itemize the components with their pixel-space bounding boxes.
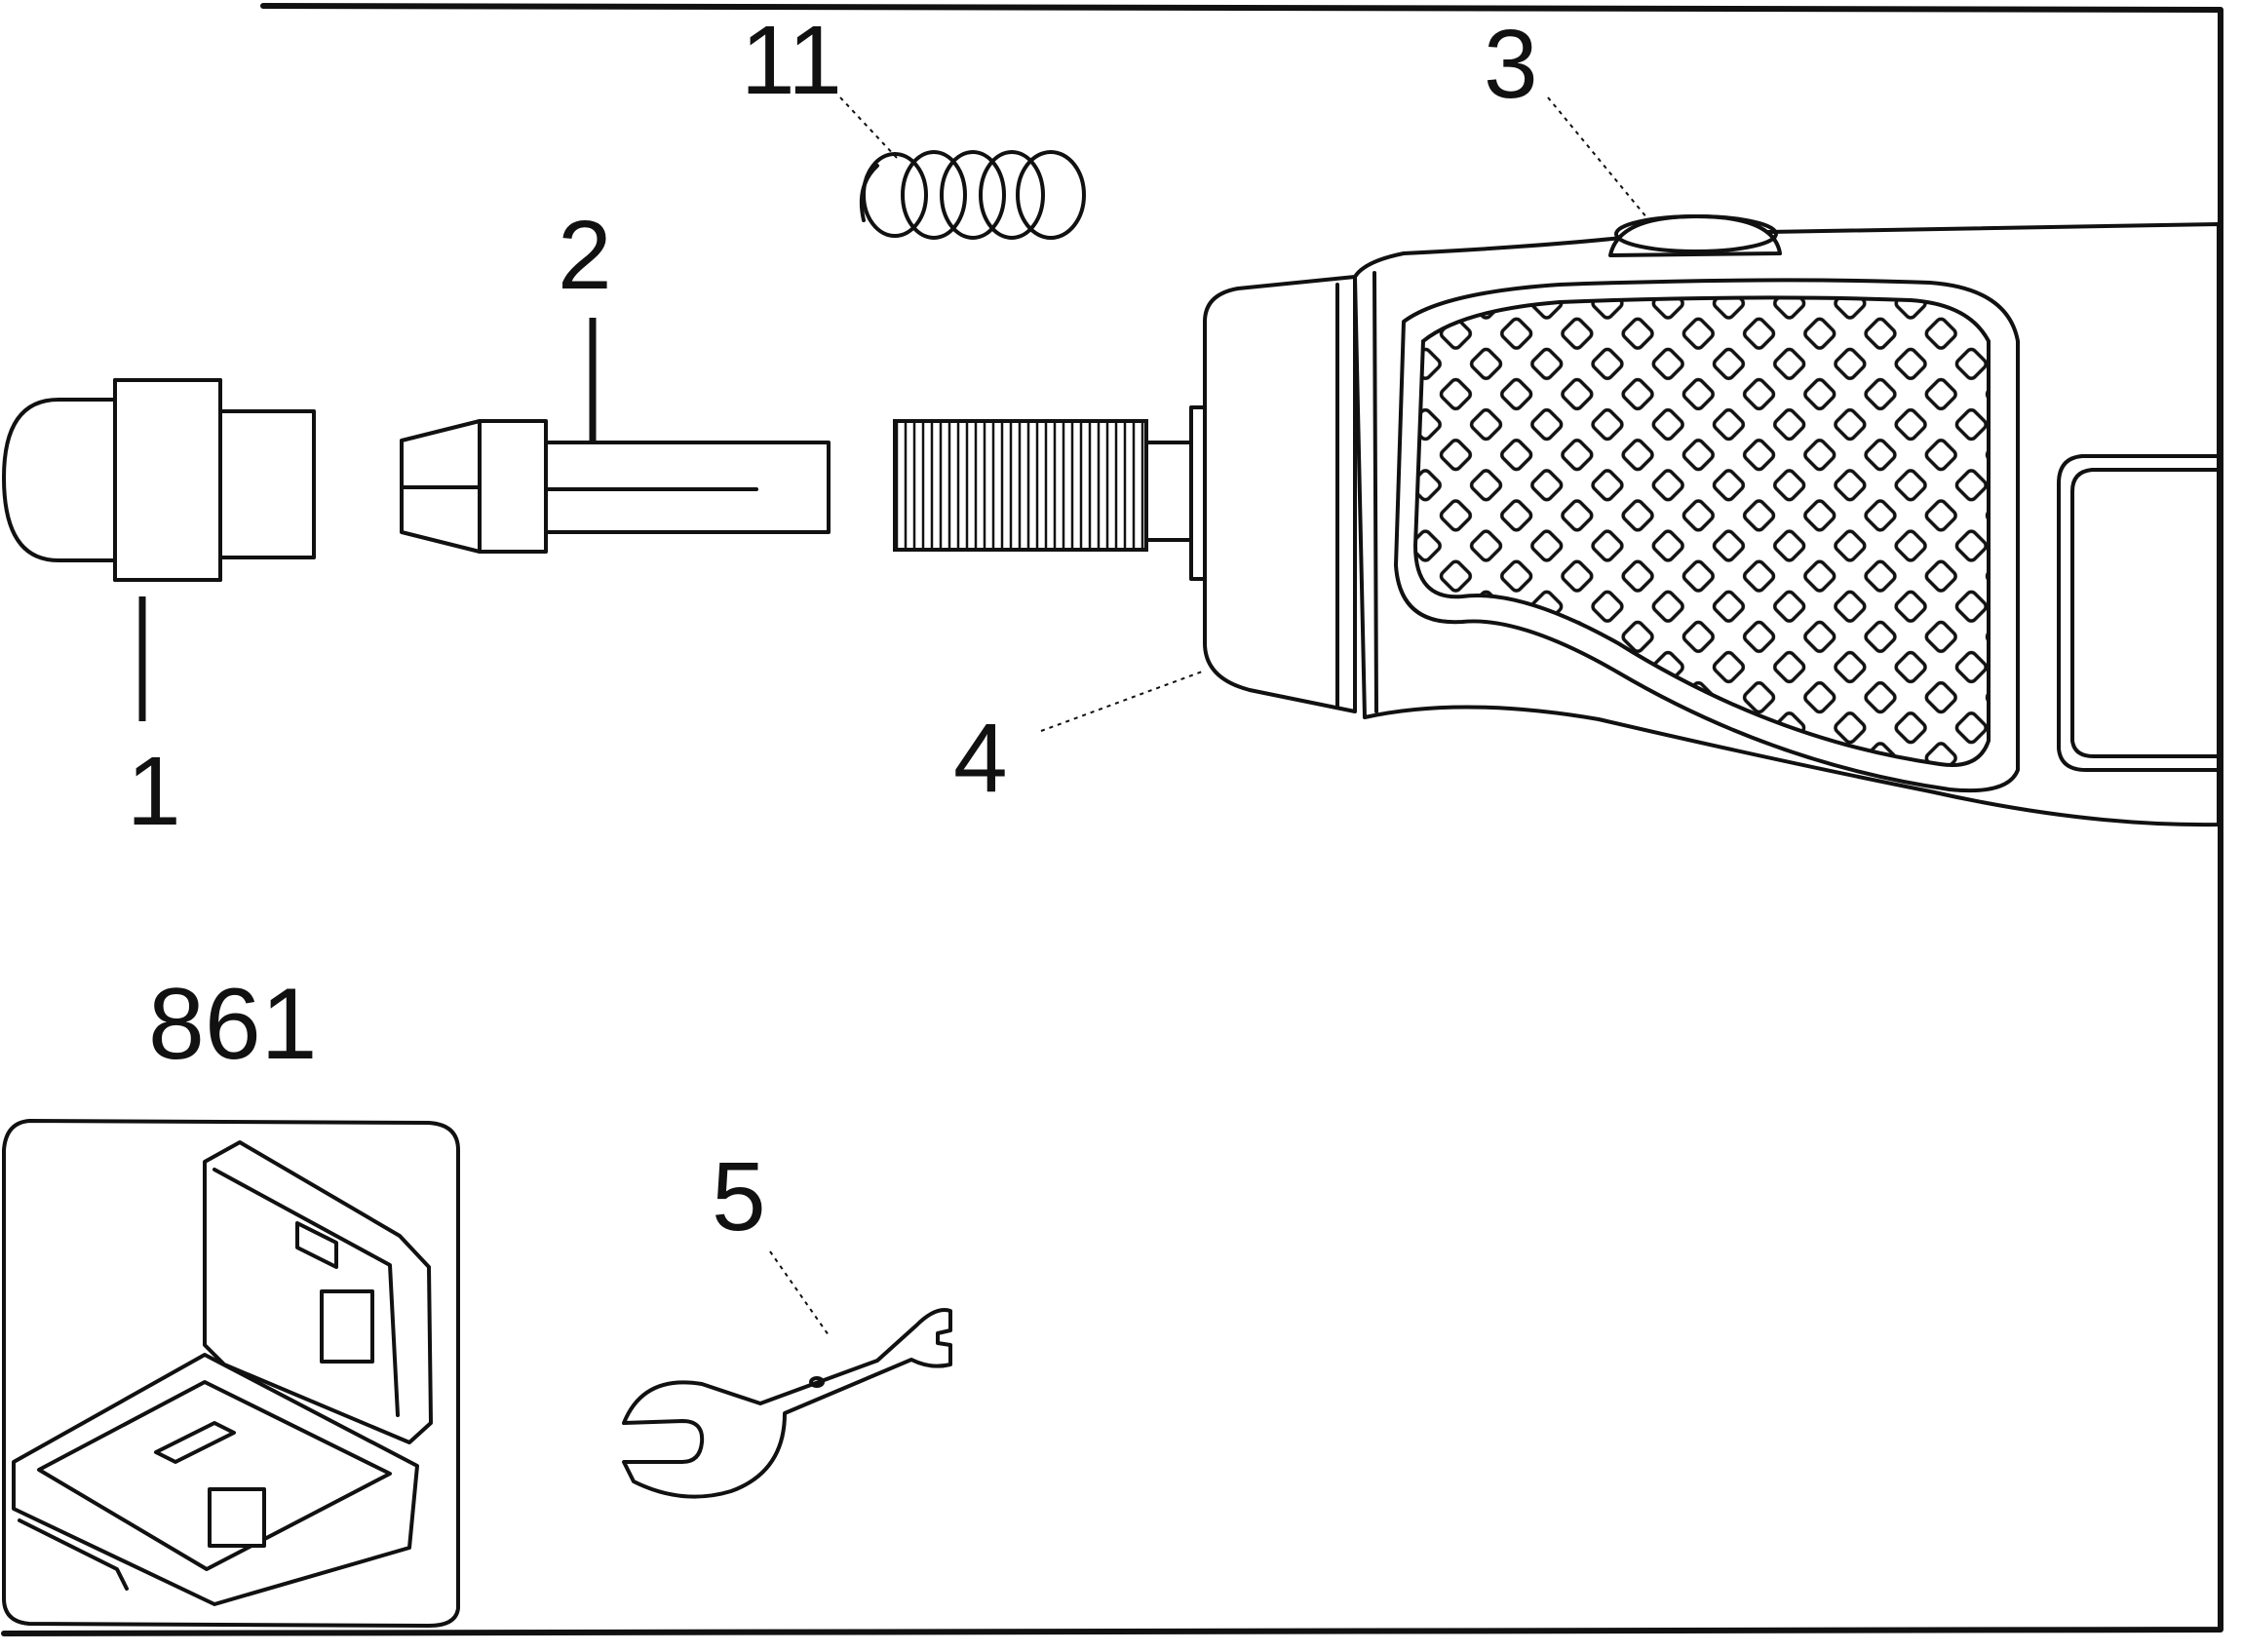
collet-nut bbox=[2, 378, 316, 582]
rotary-tool-body bbox=[1203, 214, 2221, 827]
wrench bbox=[622, 1308, 952, 1499]
leader-4 bbox=[1040, 670, 1206, 732]
callout-2: 2 bbox=[558, 201, 612, 310]
callout-4: 4 bbox=[953, 704, 1008, 813]
spring bbox=[859, 150, 1086, 240]
leader-3 bbox=[1547, 96, 1648, 219]
spindle bbox=[893, 405, 1209, 581]
leader-5 bbox=[769, 1250, 830, 1336]
storage-case bbox=[2, 1119, 460, 1628]
callout-1: 1 bbox=[127, 737, 181, 846]
leader-11 bbox=[839, 96, 898, 159]
model-label: 861 bbox=[148, 968, 318, 1081]
callout-3: 3 bbox=[1484, 10, 1538, 119]
callout-11: 11 bbox=[741, 6, 842, 115]
callout-5: 5 bbox=[712, 1142, 766, 1251]
collet bbox=[400, 419, 831, 554]
